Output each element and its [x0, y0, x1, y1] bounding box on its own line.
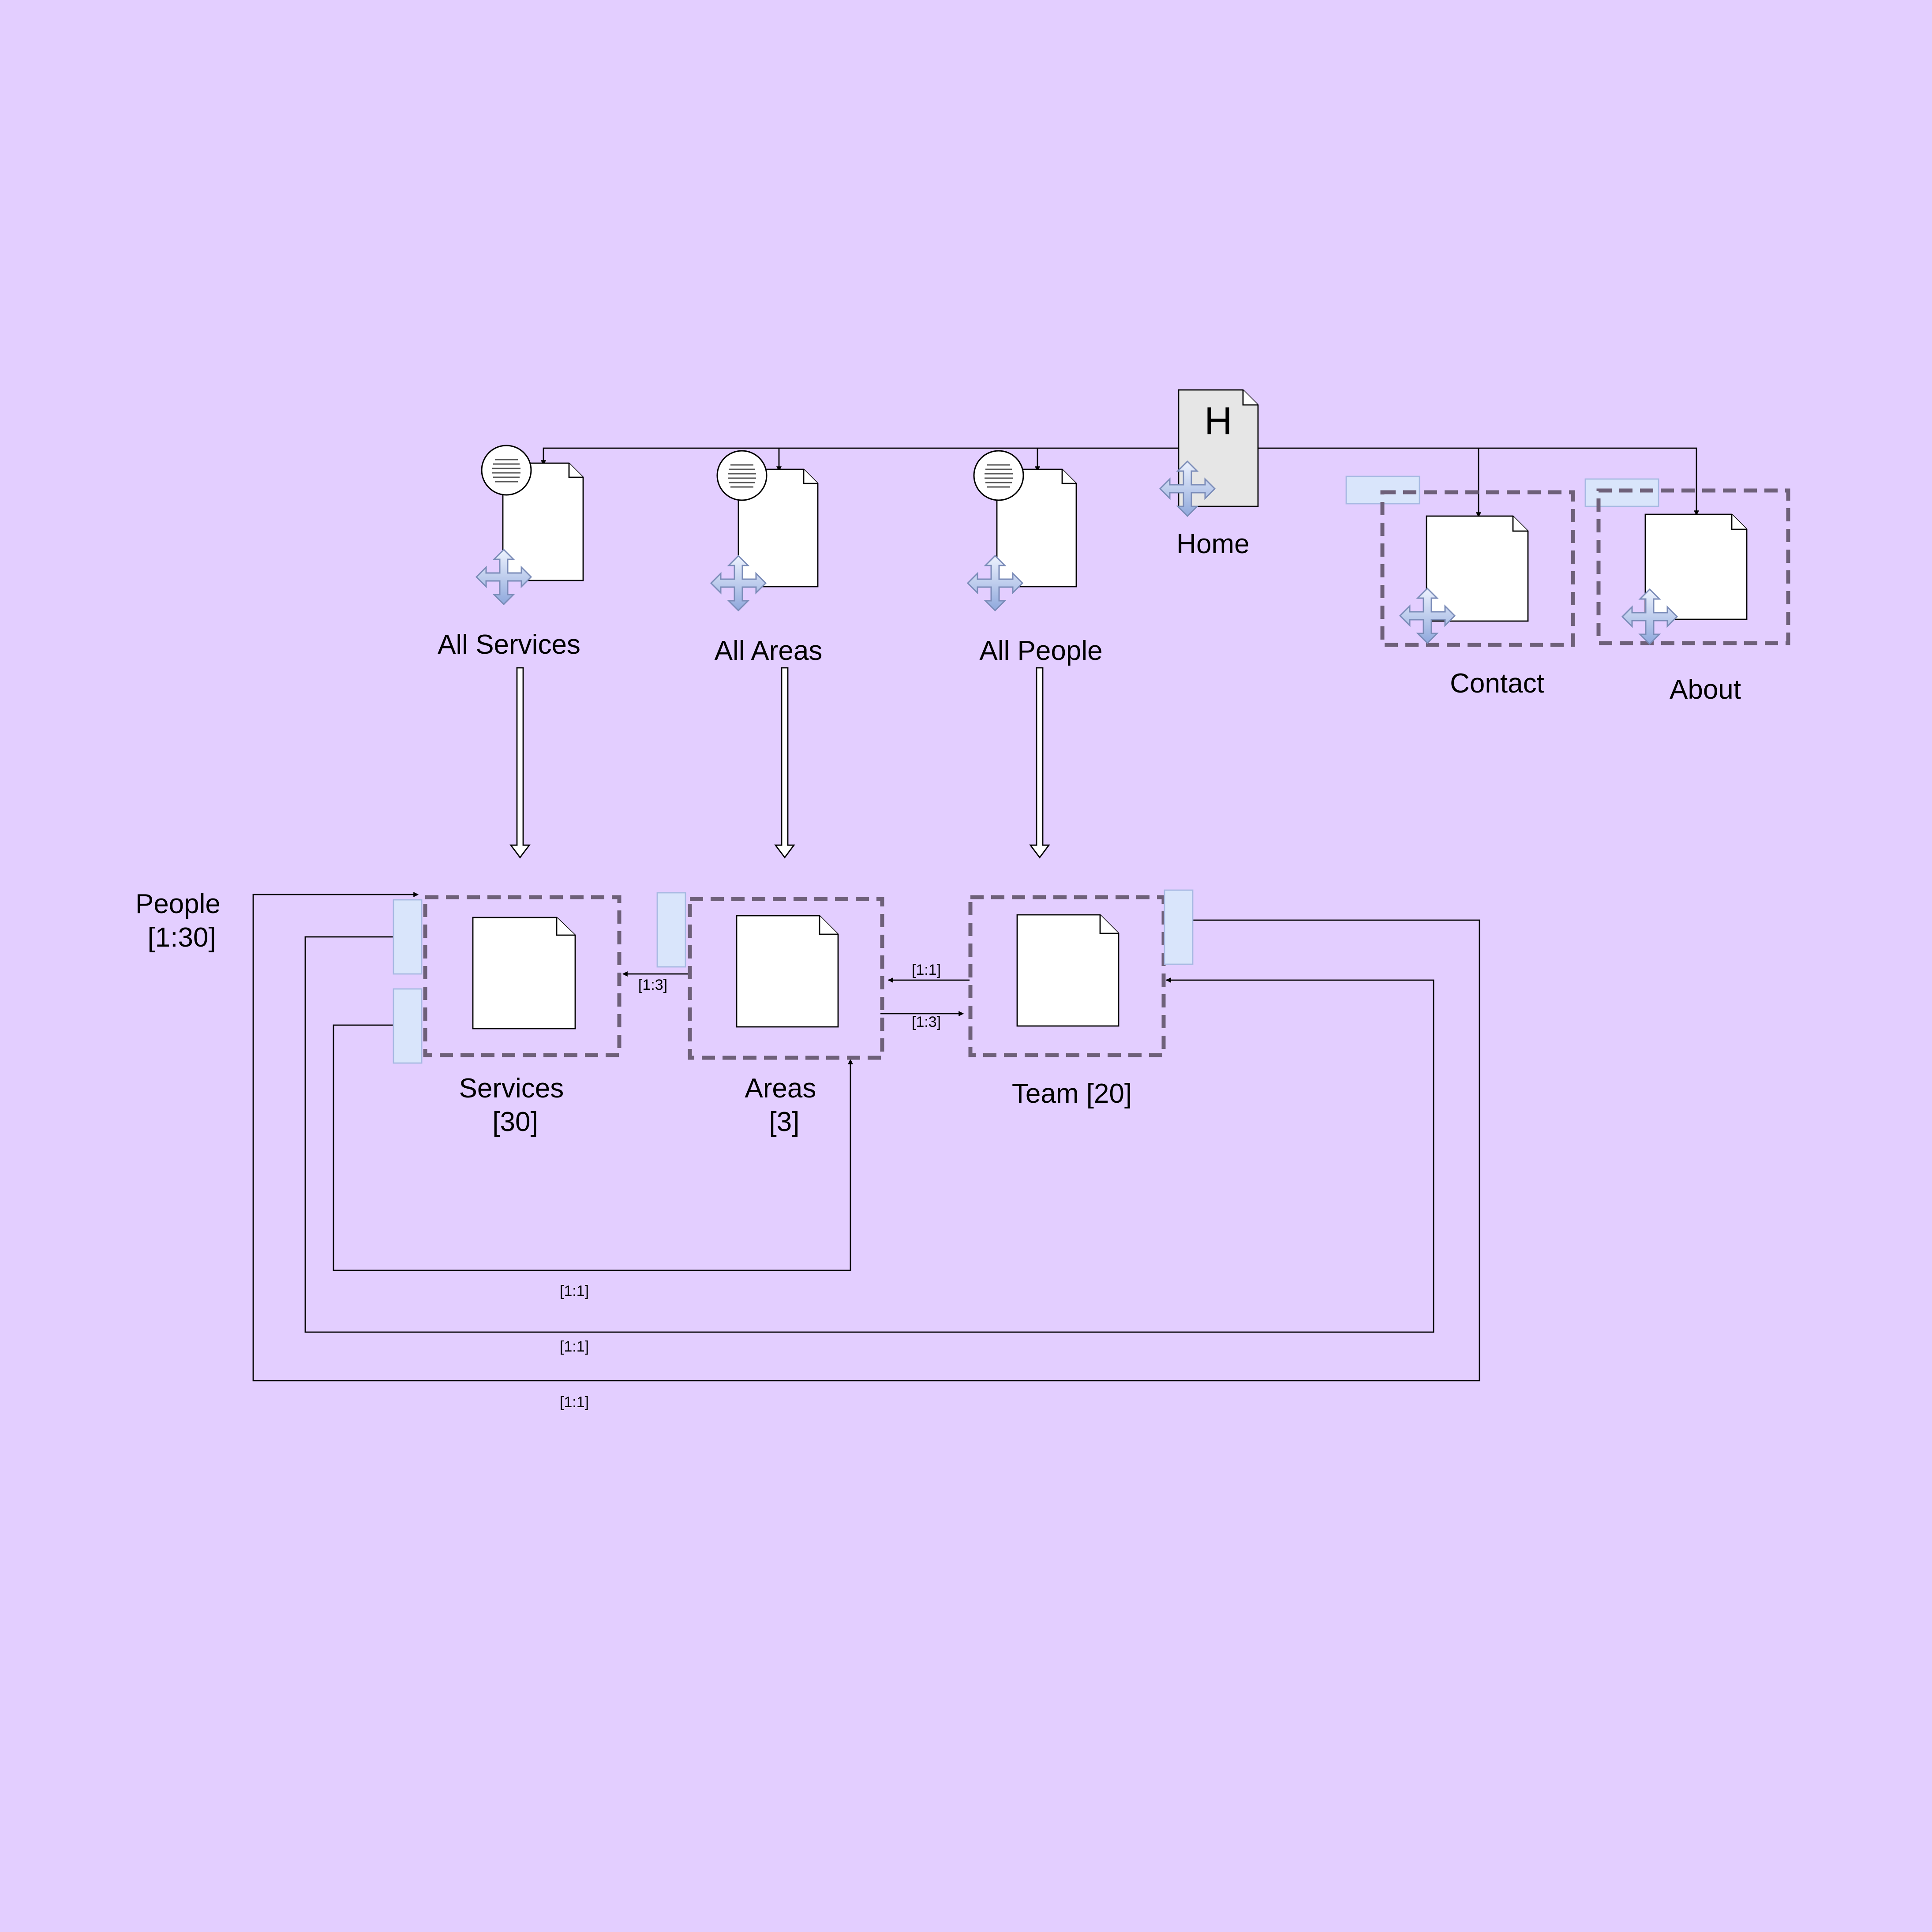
node-team[interactable]: Team [20] [968, 889, 1194, 1109]
page-icon [736, 915, 839, 1028]
group-border [1596, 488, 1790, 645]
node-label: Areas [3] [745, 1073, 824, 1137]
group-border [968, 895, 1166, 1057]
list-icon [973, 450, 1024, 501]
page-icon [1644, 513, 1748, 620]
page-icon [472, 917, 576, 1030]
node-all-services[interactable]: All Services [438, 445, 584, 660]
node-areas[interactable]: Areas [3] [656, 892, 884, 1137]
edge-label: [1:1] [560, 1394, 589, 1411]
node-services[interactable]: Services [30] [393, 895, 622, 1137]
edge-label: [1:1] [912, 962, 941, 978]
node-home[interactable]: H Home [1159, 389, 1259, 559]
group-border [688, 897, 884, 1060]
relation-connectors [252, 892, 1480, 1382]
group-border [423, 895, 622, 1057]
node-all-people[interactable]: All People [967, 450, 1103, 666]
tab-marker [393, 988, 423, 1064]
list-icon [481, 445, 532, 496]
list-icon [716, 450, 768, 501]
node-label: About [1670, 674, 1741, 705]
node-label: All Areas [715, 636, 823, 666]
edge-label: [1:3] [638, 977, 667, 993]
tab-marker [1345, 476, 1420, 505]
edge-label: [1:1] [560, 1283, 589, 1299]
expand-arrow [509, 667, 531, 859]
node-contact[interactable]: Contact [1345, 476, 1575, 699]
node-about[interactable]: About [1584, 478, 1790, 705]
expand-arrow [774, 667, 795, 859]
edge-label: [1:3] [912, 1014, 941, 1030]
home-nav-connector [541, 447, 1699, 518]
node-label: Home [1176, 529, 1249, 559]
node-label: All People [979, 636, 1102, 666]
page-icon [1426, 515, 1529, 622]
node-label: Team [20] [1012, 1078, 1132, 1109]
group-border [1380, 490, 1575, 647]
expand-arrow [1029, 667, 1050, 859]
page-icon [1016, 914, 1120, 1027]
node-label: Contact [1450, 668, 1544, 699]
tab-marker [656, 892, 686, 968]
node-label: All Services [438, 629, 580, 660]
tab-marker [393, 899, 423, 975]
node-all-areas[interactable]: All Areas [710, 450, 823, 666]
edge-label: [1:1] [560, 1338, 589, 1355]
node-label: Services [30] [459, 1073, 572, 1137]
people-label: People [1:30] [135, 889, 228, 953]
tab-marker [1164, 889, 1194, 965]
home-letter: H [1204, 399, 1232, 442]
tab-marker [1584, 478, 1659, 507]
